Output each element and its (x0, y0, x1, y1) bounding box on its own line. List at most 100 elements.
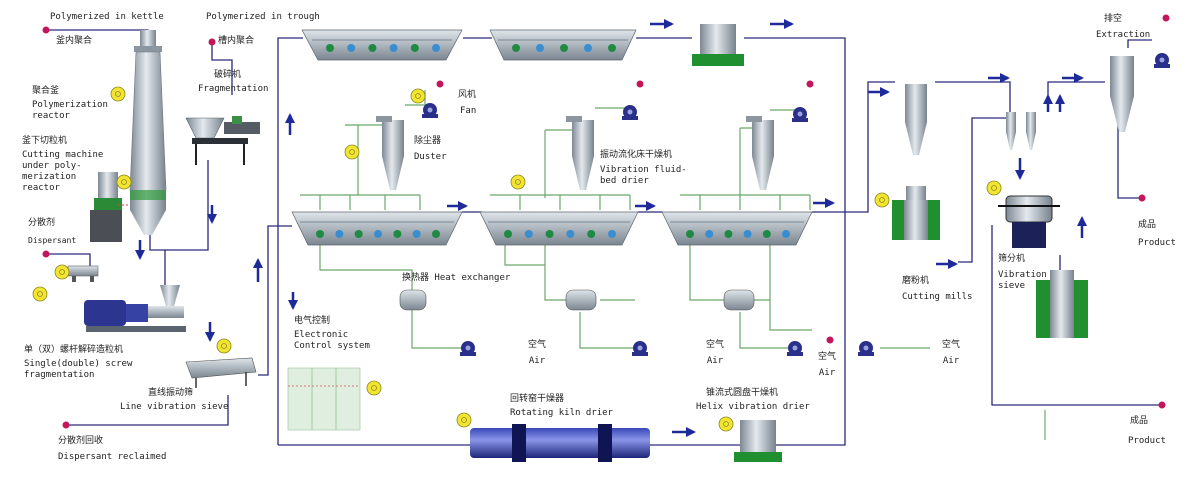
flow-lines (45, 29, 1160, 456)
kiln-label: Rotating kiln drier (510, 408, 613, 418)
control-cabinet (287, 367, 361, 431)
fan-icon (622, 105, 638, 120)
polymerized-in-trough-label: Polymerized in trough (206, 12, 320, 22)
dryer-window (608, 44, 616, 52)
duster-cyclone-3 (746, 116, 774, 190)
vibration-sieve (998, 195, 1088, 338)
air-cn-label-3: 空气 (817, 352, 836, 362)
extraction-label: Extraction (1096, 30, 1151, 40)
air-cn-label-4: 空气 (941, 340, 960, 350)
cyclone-sieve-b (1026, 112, 1036, 150)
screw-fragmentation (84, 285, 186, 332)
reactor-down-line (149, 225, 166, 285)
status-badge (456, 412, 472, 428)
cutting-mill (892, 186, 940, 240)
dryer-top-left (301, 29, 463, 61)
product-cn-label-2: 成品 (1130, 416, 1149, 426)
dryer-window (389, 44, 398, 52)
fan-icon (787, 341, 803, 356)
air-label-2: Air (706, 356, 724, 366)
status-badge (410, 88, 426, 104)
status-badge (54, 264, 70, 280)
dryer-window (584, 44, 592, 52)
status-badge (32, 286, 48, 302)
dryer-window-dots (316, 44, 790, 238)
duster-cn-label: 除尘器 (414, 136, 442, 146)
air-label-1: Air (528, 356, 546, 366)
dispersant-label: Dispersant (28, 236, 77, 245)
helix-drier-bottom (734, 420, 782, 462)
terminal-dot (42, 250, 50, 258)
line-sieve-cn-label: 直线振动筛 (148, 388, 194, 398)
vibration-sieve-label: Vibration sieve (998, 270, 1047, 291)
status-badge (344, 144, 360, 160)
line-sieve-label: Line vibration sieve (120, 402, 229, 412)
terminal-dot (826, 336, 834, 344)
status-badge (986, 180, 1002, 196)
status-badge (116, 174, 132, 190)
dryer-window (566, 230, 575, 238)
fan-icon (858, 341, 874, 356)
cyclone-to-product (1117, 120, 1140, 199)
dispersant-reclaimed-label: Dispersant reclaimed (58, 452, 167, 462)
dryer-window (782, 230, 790, 238)
fragmentation-cn-label: 破碎机 (214, 70, 242, 80)
dispersant-cn-label: 分散剂 (28, 218, 56, 228)
air-label-4: Air (942, 356, 960, 366)
dryer-window (587, 230, 596, 238)
mill-to-sieve (958, 117, 1010, 263)
cutting-mills-label: Cutting mills (902, 292, 973, 302)
duster-cyclone-2 (566, 116, 594, 190)
kiln-cn-label: 回转窑干燥器 (510, 394, 565, 404)
fluid-bed-label: Vibration fluid- bed drier (600, 165, 687, 186)
dryer-window (504, 230, 512, 238)
dryer-window (545, 230, 554, 238)
air-cn-label-2: 空气 (705, 340, 724, 350)
electronic-cn-label: 电气控制 (294, 316, 331, 326)
terminal-dot (636, 80, 644, 88)
fan-icon (1154, 53, 1170, 68)
terminal-dot (806, 80, 814, 88)
heat-exchangers (399, 289, 755, 311)
dryer-window (536, 44, 544, 52)
dryer-window (432, 230, 440, 238)
fan-icon (632, 341, 648, 356)
status-badge (718, 416, 734, 432)
cutting-machine (90, 172, 130, 242)
reactor-label: Polymerization reactor (32, 100, 108, 121)
screw-cn-label: 单（双）螺杆解碎造粒机 (24, 345, 124, 355)
line-vibration-sieve (185, 357, 257, 388)
dryer-mid-1 (291, 211, 463, 246)
screw-label: Single(double) screw fragmentation (24, 359, 133, 380)
dryer-window (347, 44, 356, 52)
dryer-window (393, 230, 402, 238)
terminal-dot (208, 38, 216, 46)
frag-down-line (165, 160, 209, 251)
vibration-sieve-cn-label: 筛分机 (998, 254, 1026, 264)
dryer-window (608, 230, 616, 238)
cyclone2-line (1047, 81, 1105, 110)
product-label-2: Product (1128, 436, 1166, 446)
cyclone-extraction (1110, 56, 1134, 132)
dryer-window (374, 230, 382, 238)
status-badges (32, 86, 1002, 432)
dispersant-reclaimed-cn-label: 分散剂回收 (58, 436, 104, 446)
terminal-dot (62, 421, 70, 429)
air-cn-label-1: 空气 (527, 340, 546, 350)
left-loop-line (277, 37, 303, 445)
fragmentation-label: Fragmentation (198, 84, 269, 94)
product-label-1: Product (1138, 238, 1176, 248)
terminal-dot (1162, 14, 1170, 22)
air-label-3: Air (818, 368, 836, 378)
status-badge (874, 192, 890, 208)
status-badge (510, 174, 526, 190)
duster-label: Duster (414, 152, 447, 162)
dryer-window (512, 44, 520, 52)
dryer-window (686, 230, 694, 238)
heat-exchanger-label: 换热器 Heat exchanger (402, 273, 511, 283)
fan-icon (792, 107, 808, 122)
dryer-window (724, 230, 733, 238)
fan-icon (460, 341, 476, 356)
terminal-dot (436, 80, 444, 88)
fragmentation-machine (185, 116, 260, 165)
